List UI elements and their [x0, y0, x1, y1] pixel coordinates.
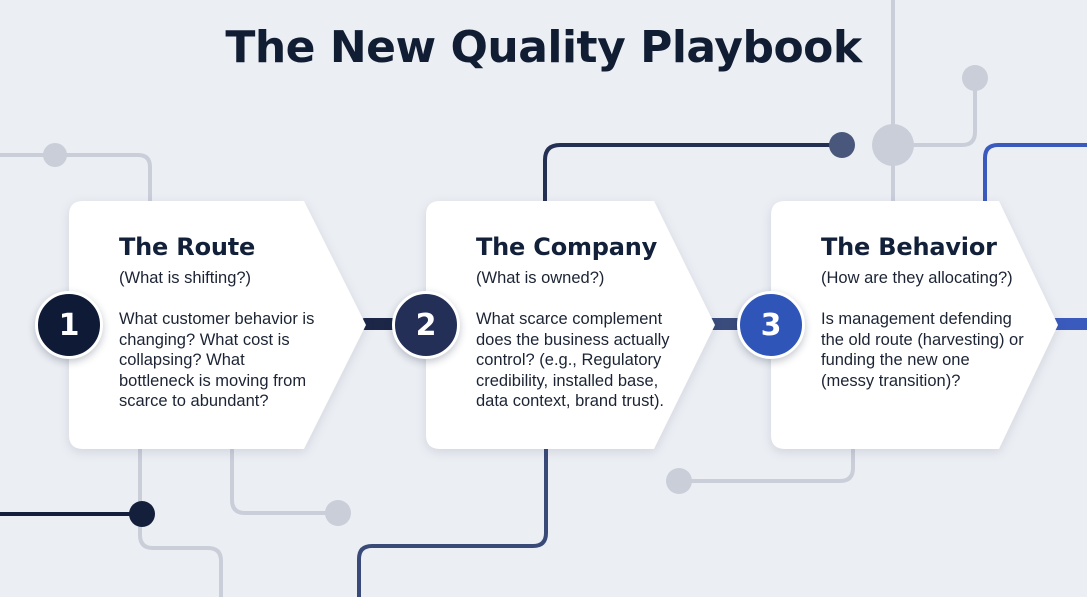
- step-heading: The Behavior: [821, 233, 997, 261]
- circuit-node: [829, 132, 855, 158]
- circuit-node: [129, 501, 155, 527]
- step-question: (How are they allocating?): [821, 269, 1013, 287]
- step-heading: The Route: [119, 233, 256, 261]
- step-number-badge: 3: [737, 291, 805, 359]
- circuit-node: [43, 143, 67, 167]
- step-description: Is management defending the old route (h…: [821, 310, 1024, 390]
- circuit-line: [911, 76, 977, 147]
- circuit-line: [357, 446, 548, 597]
- circuit-line: [230, 446, 340, 515]
- circuit-node: [325, 500, 351, 526]
- step-question: (What is owned?): [476, 269, 605, 287]
- card-shape: [771, 201, 1058, 449]
- step-number-badge: 1: [35, 291, 103, 359]
- circuit-node: [962, 65, 988, 91]
- circuit-node: [872, 124, 914, 166]
- page-title: The New Quality Playbook: [225, 22, 862, 73]
- step-card-company: The Company (What is owned?) What scarce…: [426, 201, 718, 449]
- card-shape: [426, 201, 715, 449]
- step-number-badge: 2: [392, 291, 460, 359]
- step-card-route: The Route (What is shifting?) What custo…: [69, 201, 369, 449]
- step-heading: The Company: [476, 233, 658, 261]
- step-description: What scarce complement does the business…: [476, 310, 670, 410]
- step-question: (What is shifting?): [119, 269, 252, 287]
- circuit-line: [677, 446, 855, 483]
- circuit-line: [543, 143, 844, 205]
- circuit-node: [666, 468, 692, 494]
- step-description: What customer behavior is changing? What…: [119, 310, 315, 410]
- circuit-line: [983, 143, 1087, 205]
- step-card-behavior: The Behavior (How are they allocating?) …: [771, 201, 1061, 449]
- circuit-line: [138, 446, 223, 597]
- circuit-line: [0, 153, 152, 207]
- card-shape: [69, 201, 366, 449]
